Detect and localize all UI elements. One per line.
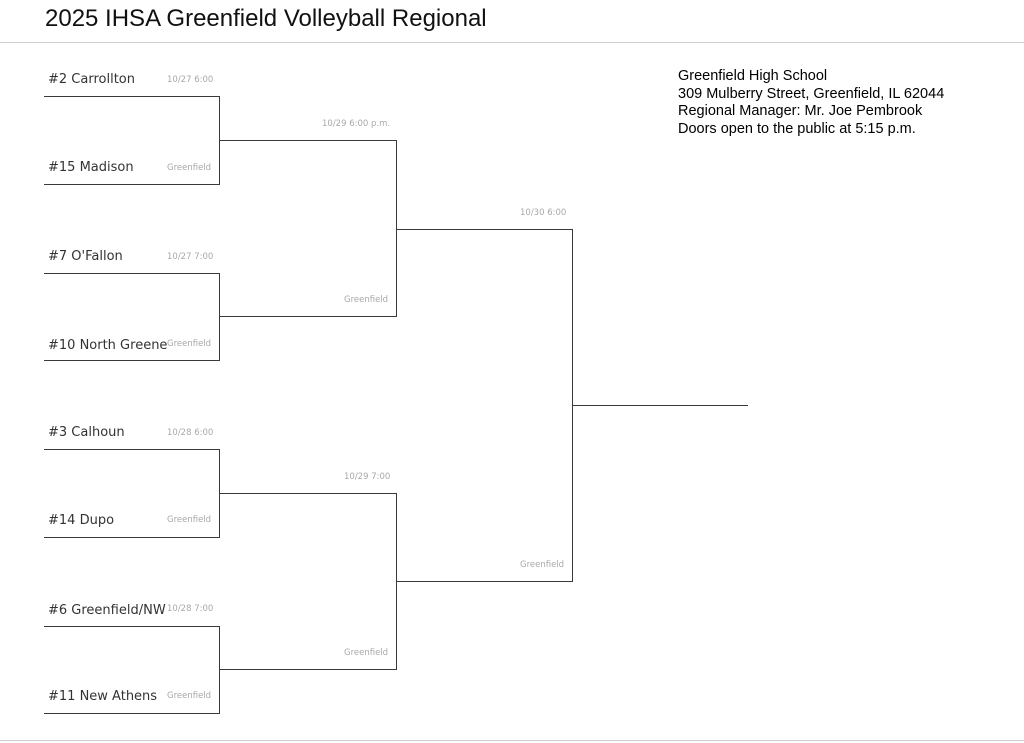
page-title: 2025 IHSA Greenfield Volleyball Regional (45, 5, 487, 32)
bracket-line (44, 626, 220, 627)
semi1-date: 10/29 6:00 p.m. (322, 119, 391, 129)
bracket-line (219, 316, 397, 317)
game4-date: 10/28 7:00 (167, 604, 214, 614)
game1-site: Greenfield (167, 163, 212, 173)
game2-date: 10/27 7:00 (167, 252, 214, 262)
doors-open-note: Doors open to the public at 5:15 p.m. (678, 120, 916, 137)
team-madison: #15 Madison (48, 160, 134, 175)
champion-line (572, 405, 748, 406)
bracket-line (44, 360, 220, 361)
team-greenfield-nw: #6 Greenfield/NW (48, 603, 166, 618)
footer-divider (0, 740, 1024, 741)
game1-date: 10/27 6:00 (167, 75, 214, 85)
venue-school: Greenfield High School (678, 68, 828, 84)
team-ofallon: #7 O'Fallon (48, 249, 123, 264)
bracket-line (44, 713, 220, 714)
bracket-line (219, 669, 397, 670)
bracket-line (44, 449, 220, 450)
bracket-line (44, 184, 220, 185)
bracket-line (44, 273, 220, 274)
game2-site: Greenfield (167, 339, 212, 349)
final-site: Greenfield (520, 560, 565, 570)
bracket-line (219, 273, 220, 361)
team-carrollton: #2 Carrollton (48, 72, 135, 87)
venue-info: Greenfield High School 309 Mulberry Stre… (678, 68, 944, 138)
bracket-line (44, 96, 220, 97)
bracket-line (219, 493, 397, 494)
semi2-site: Greenfield (344, 648, 389, 658)
team-calhoun: #3 Calhoun (48, 425, 125, 440)
semi1-site: Greenfield (344, 295, 389, 305)
team-new-athens: #11 New Athens (48, 689, 158, 704)
game3-site: Greenfield (167, 515, 212, 525)
bracket-line (396, 140, 397, 317)
game3-date: 10/28 6:00 (167, 428, 214, 438)
bracket-line (44, 537, 220, 538)
bracket-line (396, 229, 573, 230)
regional-manager: Regional Manager: Mr. Joe Pembrook (678, 103, 923, 119)
team-north-greene: #10 North Greene (48, 338, 168, 353)
semi2-date: 10/29 7:00 (344, 472, 391, 482)
team-dupo: #14 Dupo (48, 513, 115, 528)
final-date: 10/30 6:00 (520, 208, 567, 218)
bracket-line (396, 581, 573, 582)
bracket-line (219, 626, 220, 714)
game4-site: Greenfield (167, 691, 212, 701)
venue-address: 309 Mulberry Street, Greenfield, IL 6204… (678, 85, 945, 102)
bracket-line (219, 140, 397, 141)
header-divider (0, 42, 1024, 43)
